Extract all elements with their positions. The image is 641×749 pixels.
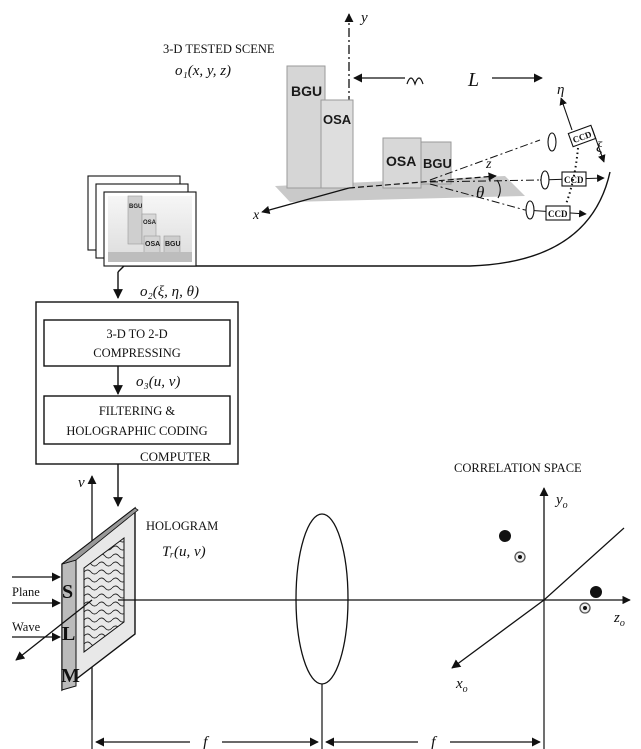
scene-photo: BGU OSA OSA BGU bbox=[275, 66, 525, 202]
plane-label: Plane bbox=[12, 585, 40, 599]
distance-label: L bbox=[467, 69, 479, 91]
thumb-text-1: BGU bbox=[129, 204, 142, 210]
lens-1 bbox=[548, 133, 556, 151]
corr-x-label: xo bbox=[455, 676, 468, 695]
break-mark bbox=[407, 78, 423, 84]
focal-right-label: f bbox=[431, 734, 438, 749]
correlation-title: CORRELATION SPACE bbox=[454, 461, 582, 475]
sign-text-4: BGU bbox=[423, 156, 452, 171]
correlation-space: CORRELATION SPACE yo xo zo bbox=[452, 461, 625, 695]
hologram-label: HOLOGRAM bbox=[146, 519, 218, 533]
corr-z-label: zo bbox=[613, 610, 625, 629]
slm-letter-l: L bbox=[62, 623, 75, 645]
lens-3 bbox=[526, 201, 534, 219]
compress-line-2: COMPRESSING bbox=[93, 346, 181, 360]
ccd-camera-2: CCD bbox=[540, 171, 604, 189]
computer-group: o₂(ξ, η, θ) 3-D TO 2-D COMPRESSING o₃(u,… bbox=[36, 272, 238, 506]
transmittance-label: Tᵣ(u, v) bbox=[162, 544, 206, 560]
filter-line-1: FILTERING & bbox=[99, 404, 176, 418]
slm-letter-s: S bbox=[62, 581, 73, 603]
thumb-ground bbox=[108, 252, 192, 262]
elemental-image-stack: BGU OSA OSA BGU bbox=[88, 176, 196, 266]
correlation-peak-1-dot bbox=[518, 555, 522, 559]
corr-x-axis bbox=[452, 600, 544, 668]
filter-line-2: HOLOGRAPHIC CODING bbox=[66, 424, 207, 438]
corr-diagonal bbox=[544, 528, 624, 600]
eta-label: η bbox=[557, 82, 564, 98]
correlation-peak-2 bbox=[590, 586, 602, 598]
correlation-peak-2-dot bbox=[583, 606, 587, 610]
sign-text-3: OSA bbox=[386, 153, 416, 169]
sign-text-1: BGU bbox=[291, 83, 322, 99]
focal-left-label: f bbox=[203, 734, 210, 749]
correlation-peak-1 bbox=[499, 530, 511, 542]
theta-label: θ bbox=[476, 183, 484, 202]
ccd-label-3: CCD bbox=[548, 209, 568, 219]
wave-label: Wave bbox=[12, 620, 41, 634]
corr-y-label: yo bbox=[554, 492, 568, 511]
slm-group: v S L M HOLOGRAM Tᵣ(u, v) Plane Wave bbox=[12, 475, 218, 720]
thumb-text-3: OSA bbox=[145, 241, 160, 248]
thumb-text-2: OSA bbox=[143, 220, 157, 226]
lens-2 bbox=[541, 171, 549, 189]
sign-text-2: OSA bbox=[323, 112, 352, 127]
computer-mid-function: o₃(u, v) bbox=[136, 374, 180, 390]
ccd-camera-1: CCD η ξ bbox=[548, 82, 604, 162]
v-axis-label: v bbox=[78, 475, 85, 491]
thumb-text-4: BGU bbox=[165, 241, 181, 248]
xi-label: ξ bbox=[596, 140, 603, 156]
slm-letter-m: M bbox=[61, 665, 80, 687]
focal-dimension: f f bbox=[92, 600, 544, 749]
computer-input-function: o₂(ξ, η, θ) bbox=[140, 284, 199, 300]
eta-axis bbox=[561, 98, 572, 130]
scene-y-label: y bbox=[359, 10, 368, 26]
fourier-lens bbox=[296, 514, 348, 684]
compress-line-1: 3-D TO 2-D bbox=[106, 327, 167, 341]
scene-x-label: x bbox=[252, 208, 260, 223]
scene-title: 3-D TESTED SCENE bbox=[163, 42, 275, 56]
scene-object-function: o₁(x, y, z) bbox=[175, 63, 231, 79]
computer-label: COMPUTER bbox=[140, 449, 211, 464]
